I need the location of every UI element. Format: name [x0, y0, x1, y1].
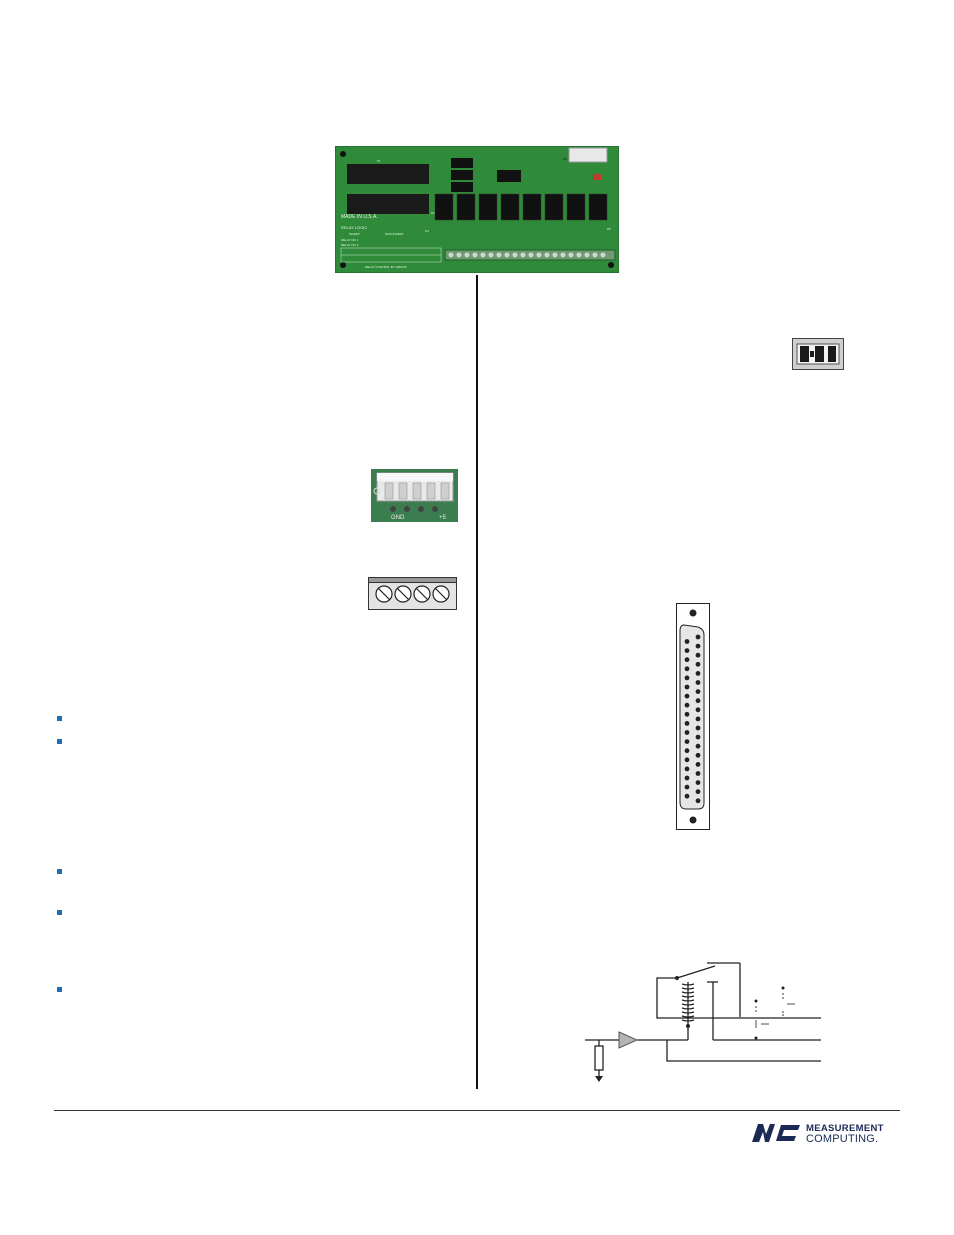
relay-no2-label: RELAY NO 2	[341, 243, 359, 247]
p1-label: P1	[377, 159, 381, 163]
connector-pin	[684, 684, 690, 690]
non-invert-label: NON-INVERT	[385, 232, 404, 236]
connector-pin	[695, 743, 701, 749]
relay-logic-label: RELAY LOGIC	[341, 225, 367, 230]
bullet-marker	[57, 869, 62, 874]
measurement-computing-logo: MEASUREMENT COMPUTING.	[752, 1123, 884, 1145]
bullet-marker	[57, 716, 62, 721]
connector-pin	[695, 680, 701, 685]
connector-pin	[695, 752, 701, 758]
connector-pin	[684, 793, 690, 799]
connector-pin	[695, 734, 701, 740]
connector-pin	[684, 739, 690, 744]
connector-pin	[684, 702, 690, 708]
connector-pin	[695, 671, 701, 676]
connector-pin	[684, 775, 690, 781]
column-divider	[476, 275, 478, 1089]
connector-pin	[695, 634, 701, 640]
connector-pin	[684, 730, 690, 735]
connector-pin	[695, 771, 701, 776]
p3-label: P3	[563, 157, 567, 161]
relay-board-image: MADE IN U.S.A. RELAY LOGIC INVERT NON-IN…	[335, 146, 619, 273]
connector-pin	[684, 748, 690, 754]
connector-pin	[684, 666, 690, 672]
connector-pin	[684, 766, 690, 772]
bullet-marker	[57, 987, 62, 992]
connector-pin	[695, 789, 701, 795]
p4-label: P4	[425, 229, 429, 233]
made-in-label: MADE IN U.S.A.	[341, 214, 378, 220]
p2-label: P2	[431, 211, 435, 215]
connector-pin	[684, 648, 690, 653]
plus5-label: +5	[439, 515, 447, 521]
header-connector-upper	[347, 164, 429, 184]
power-connector-image: GND +5	[371, 469, 458, 522]
connector-pin	[684, 675, 690, 681]
connector-pin	[695, 798, 701, 804]
connector-pin	[695, 780, 701, 785]
relay-control-label: RELAY CONTROL BY GROUP	[365, 265, 407, 269]
invert-label: INVERT	[349, 232, 360, 236]
connector-pin	[684, 757, 690, 763]
connector-pin	[684, 784, 690, 790]
header-connector-lower	[347, 194, 429, 214]
jumper-block-image	[792, 338, 844, 370]
relay-schematic	[585, 962, 821, 1082]
bullet-marker	[57, 739, 62, 744]
connector-pin	[695, 689, 701, 694]
logo-line2: COMPUTING.	[806, 1133, 878, 1145]
connector-pin	[695, 661, 701, 667]
d-connector-image	[676, 603, 710, 830]
relay-no1-label: RELAY NO 1	[341, 238, 359, 242]
logo-line1: MEASUREMENT	[806, 1123, 884, 1134]
connector-pin	[684, 639, 690, 644]
connector-pin	[695, 762, 701, 767]
connector-pin	[695, 652, 701, 658]
connector-pin	[695, 716, 701, 722]
connector-pin	[695, 698, 701, 704]
connector-pin	[684, 721, 690, 726]
connector-pin	[684, 711, 690, 717]
connector-pin	[695, 707, 701, 713]
screw-terminal-image	[368, 577, 457, 610]
connector-pin	[695, 643, 701, 649]
connector-pin	[684, 657, 690, 663]
gnd-label: GND	[391, 515, 405, 521]
connector-pin	[695, 725, 701, 731]
connector-pin	[684, 693, 690, 699]
bullet-marker	[57, 910, 62, 915]
footer-rule	[54, 1110, 900, 1111]
p5-label: P5	[607, 227, 611, 231]
